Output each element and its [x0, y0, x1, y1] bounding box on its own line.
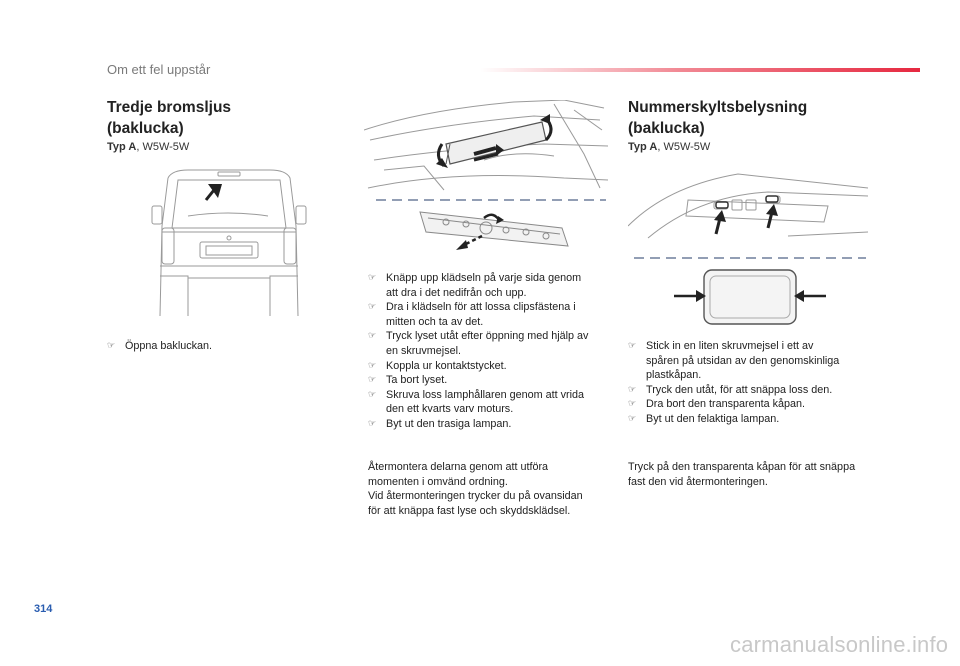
step-bullet-icon: [368, 373, 376, 388]
right-note: Tryck på den transparenta kåpan för att …: [628, 460, 878, 489]
right-title-line2: (baklucka): [628, 120, 705, 137]
right-heading: Nummerskyltsbelysning (baklucka): [628, 97, 888, 139]
right-typ-value: , W5W-5W: [657, 141, 711, 153]
left-bulb-type: Typ A, W5W-5W: [107, 141, 189, 153]
step-bullet-icon: [368, 388, 376, 403]
left-steps: Öppna bakluckan.: [107, 339, 307, 354]
middle-step-6: Skruva loss lamphållaren genom att vrida…: [368, 388, 613, 417]
middle-dashed-divider: [376, 199, 606, 201]
middle-note-line: Vid återmonteringen trycker du på ovansi…: [368, 490, 583, 503]
left-typ-value: , W5W-5W: [136, 141, 190, 153]
right-dashed-divider: [634, 257, 866, 259]
middle-note-line: Återmontera delarna genom att utföra: [368, 461, 549, 473]
right-bulb-type: Typ A, W5W-5W: [628, 141, 710, 153]
left-step-1: Öppna bakluckan.: [107, 339, 307, 354]
step-bullet-icon: [368, 300, 376, 315]
lamp-holder-illustration: [419, 211, 569, 250]
middle-step-7: Byt ut den trasiga lampan.: [368, 417, 613, 432]
transparent-cover-illustration: [674, 269, 826, 325]
watermark: carmanualsonline.info: [730, 632, 949, 657]
step-bullet-icon: [107, 339, 115, 354]
right-note-line: Tryck på den transparenta kåpan för att …: [628, 461, 856, 473]
left-heading: Tredje bromsljus (baklucka): [107, 97, 307, 139]
middle-steps: Knäpp upp klädseln på varje sida genomat…: [368, 271, 613, 432]
middle-note-line: momenten i omvänd ordning.: [368, 475, 508, 488]
right-steps: Stick in en liten skruvmejsel i ett avsp…: [628, 339, 878, 427]
section-title: Om ett fel uppstår: [107, 62, 211, 77]
accent-bar: [480, 68, 920, 72]
middle-step-2: Dra i klädseln för att lossa clipsfästen…: [368, 300, 613, 329]
step-bullet-icon: [368, 329, 376, 344]
right-note-line: fast den vid återmonteringen.: [628, 475, 768, 488]
right-title-line1: Nummerskyltsbelysning: [628, 99, 808, 116]
middle-note: Återmontera delarna genom att utföra mom…: [368, 460, 613, 518]
right-typ-label: Typ A: [628, 141, 658, 153]
middle-step-5: Ta bort lyset.: [368, 373, 613, 388]
page-number: 314: [34, 603, 53, 615]
step-bullet-icon: [628, 397, 636, 412]
step-bullet-icon: [368, 417, 376, 432]
middle-step-1: Knäpp upp klädseln på varje sida genomat…: [368, 271, 613, 300]
right-step-3: Dra bort den transparenta kåpan.: [628, 397, 878, 412]
middle-step-4: Koppla ur kontaktstycket.: [368, 359, 613, 374]
right-step-4: Byt ut den felaktiga lampan.: [628, 412, 878, 427]
trim-panel-illustration: [364, 100, 608, 191]
right-step-2: Tryck den utåt, för att snäppa loss den.: [628, 383, 878, 398]
step-bullet-icon: [628, 412, 636, 427]
step-bullet-icon: [628, 339, 636, 354]
right-step-1: Stick in en liten skruvmejsel i ett avsp…: [628, 339, 878, 383]
step-bullet-icon: [368, 271, 376, 286]
middle-note-line: för att knäppa fast lyse och skyddskläds…: [368, 504, 571, 517]
step-bullet-icon: [628, 383, 636, 398]
middle-step-3: Tryck lyset utåt efter öppning med hjälp…: [368, 329, 613, 358]
van-rear-illustration: [151, 169, 307, 317]
left-title-line2: (baklucka): [107, 120, 184, 137]
left-typ-label: Typ A: [107, 141, 137, 153]
step-bullet-icon: [368, 359, 376, 374]
left-title-line1: Tredje bromsljus: [107, 99, 232, 116]
plate-lamp-illustration: [628, 173, 869, 239]
